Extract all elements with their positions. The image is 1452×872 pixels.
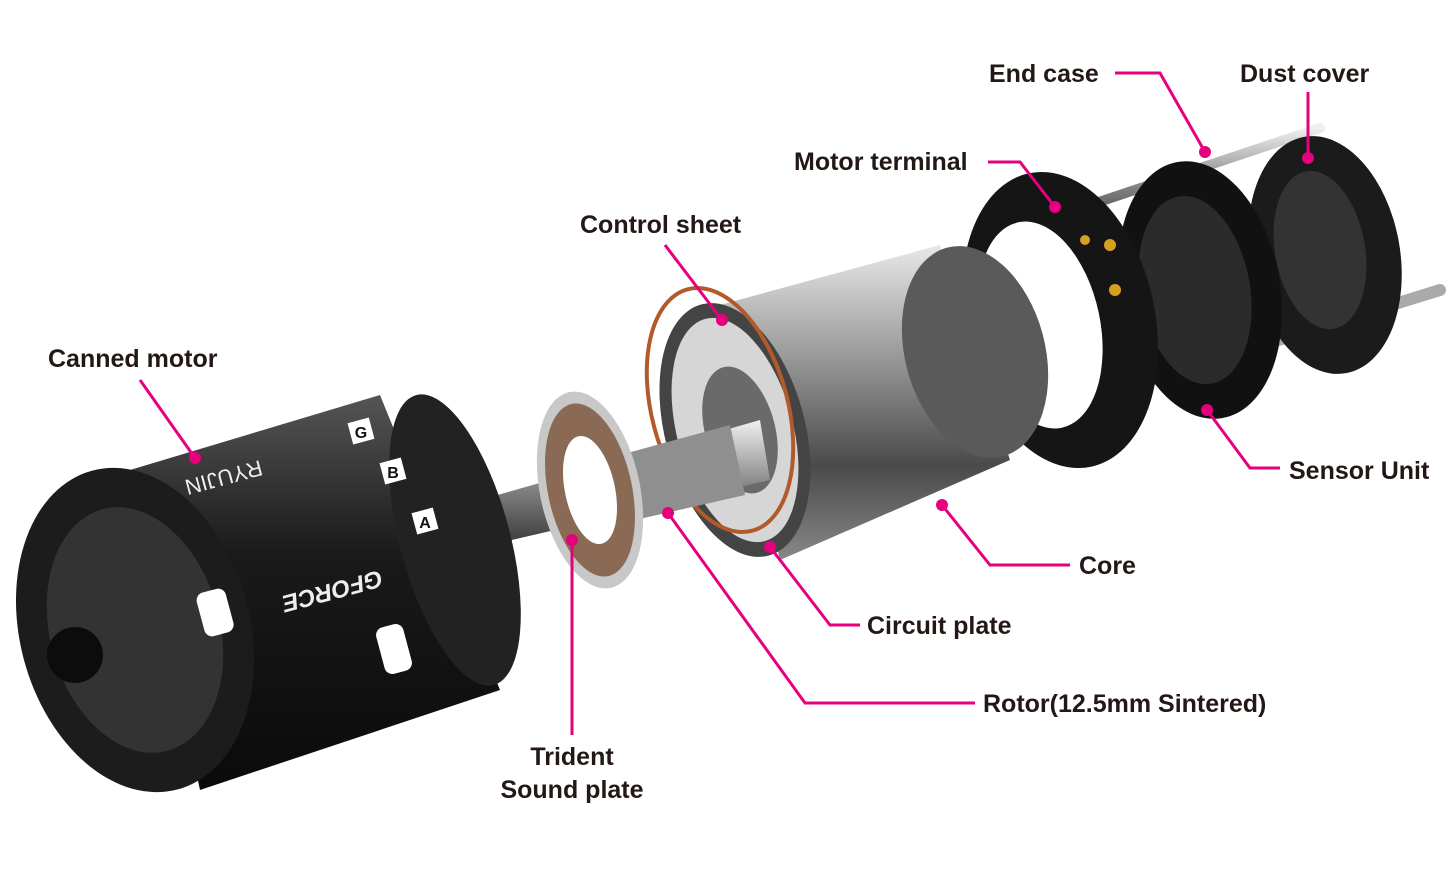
sensor-unit: [1118, 161, 1282, 419]
label-dust-cover: Dust cover: [1240, 60, 1369, 88]
can-letter-b: B: [387, 465, 399, 482]
trident-sound-plate: [536, 391, 644, 589]
core: [644, 245, 1049, 560]
label-control-sheet: Control sheet: [580, 211, 742, 239]
label-circuit-plate: Circuit plate: [867, 612, 1012, 640]
can-letter-g: G: [355, 425, 367, 442]
label-sound-plate: Sound plate: [500, 776, 643, 804]
label-motor-terminal: Motor terminal: [794, 148, 968, 176]
label-core: Core: [1079, 552, 1136, 580]
leader-lines: [138, 71, 1314, 735]
canned-motor: G B A RYUJIN GFORCE: [15, 394, 521, 793]
label-trident: Trident: [530, 743, 614, 771]
label-canned-motor: Canned motor: [48, 345, 218, 373]
can-letter-a: A: [419, 515, 431, 532]
label-sensor-unit: Sensor Unit: [1289, 457, 1430, 485]
label-end-case: End case: [989, 60, 1099, 88]
label-rotor: Rotor(12.5mm Sintered): [983, 690, 1266, 718]
dust-cover: [1248, 136, 1402, 374]
